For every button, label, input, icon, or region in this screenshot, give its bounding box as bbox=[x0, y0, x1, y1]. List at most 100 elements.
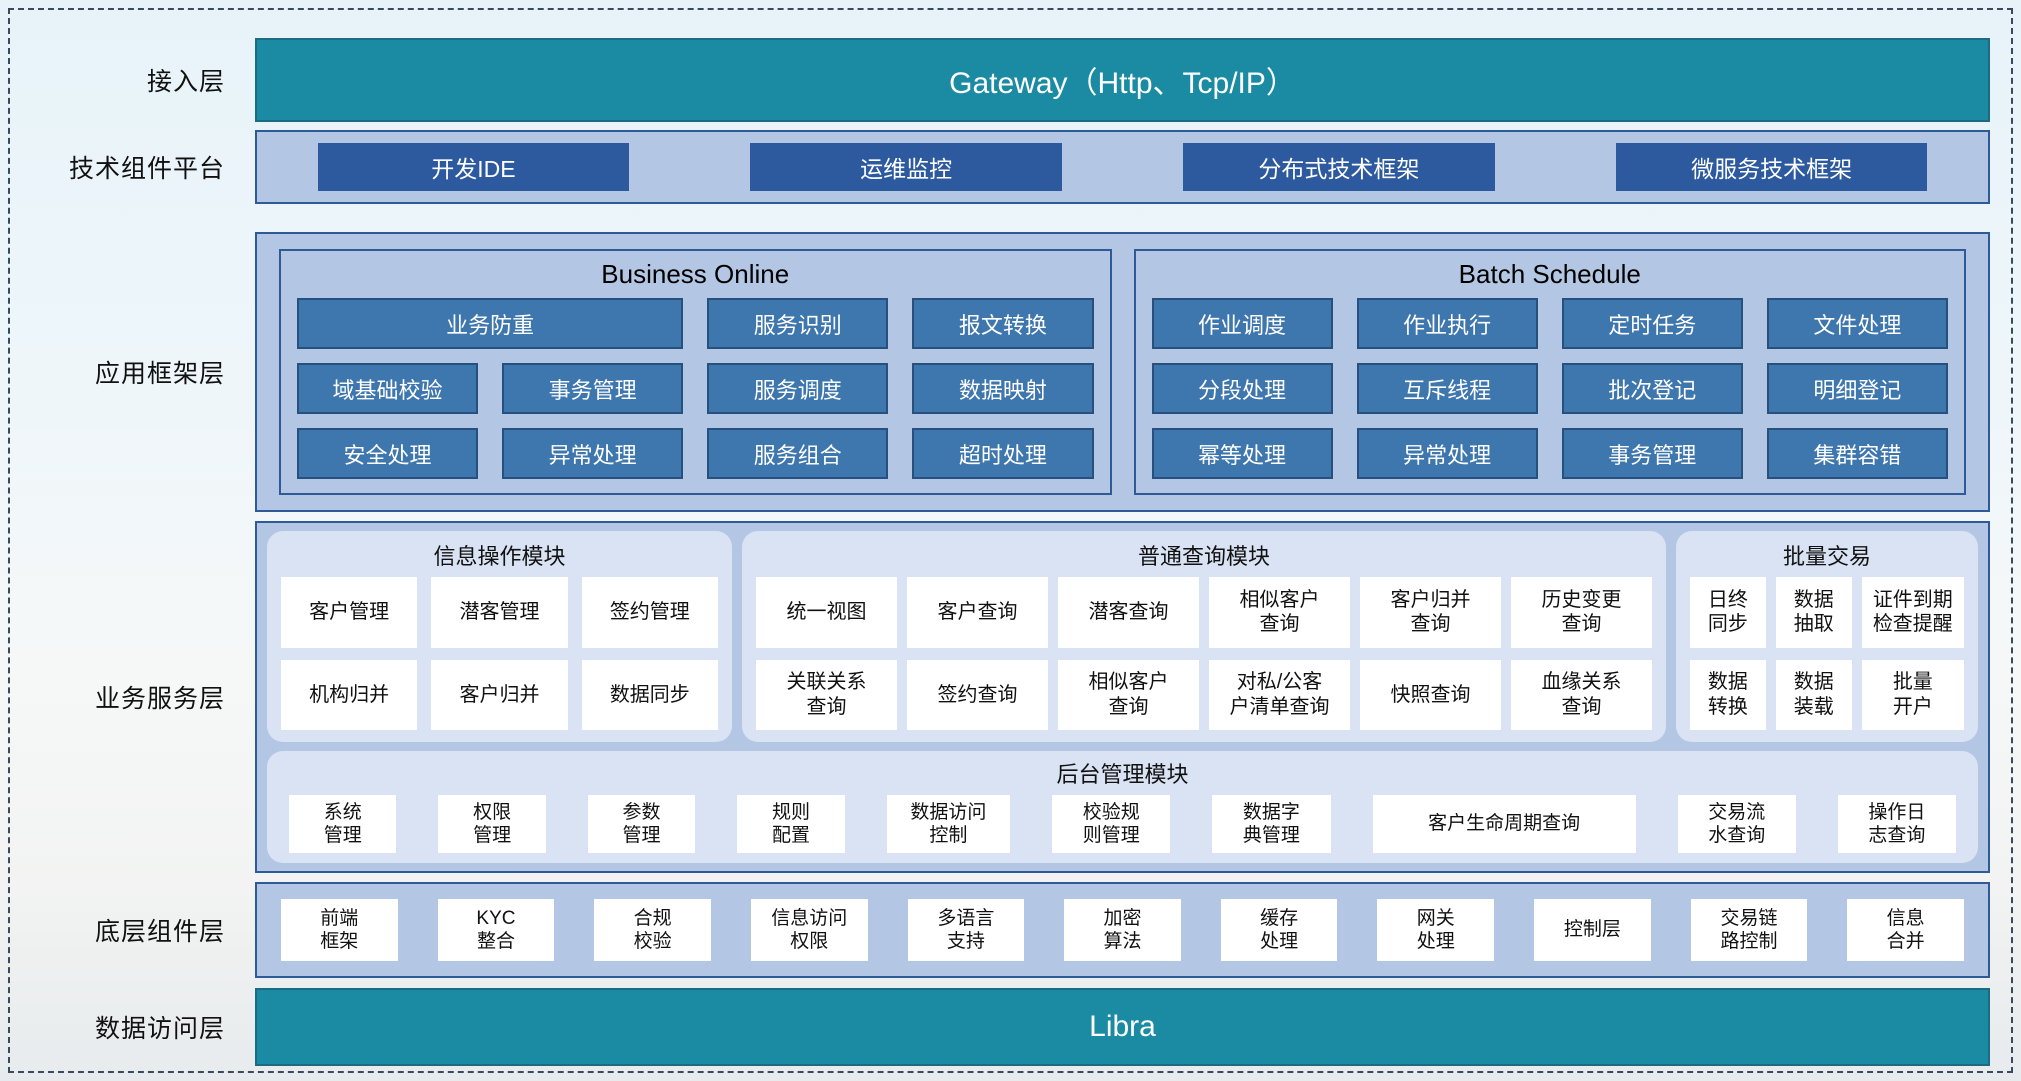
base-item-info-access-permission: 信息访问 权限 bbox=[750, 899, 868, 961]
admin-item-data-dictionary-mgmt: 数据字 典管理 bbox=[1212, 795, 1331, 853]
access-layer-label: 接入层 bbox=[146, 68, 225, 96]
business-online-grid: 业务防重 服务识别 报文转换 域基础校验 事务管理 服务调度 数据映射 安全处理… bbox=[297, 298, 1094, 479]
fw-item-domain-validation: 域基础校验 bbox=[297, 363, 479, 414]
batch-trade-module-title: 批量交易 bbox=[1782, 544, 1871, 569]
tech-platform-panel: 开发IDE 运维监控 分布式技术框架 微服务技术框架 bbox=[255, 130, 1990, 204]
gateway-bar: Gateway（Http、Tcp/IP） bbox=[255, 38, 1990, 122]
fw-item-transaction-mgmt-batch: 事务管理 bbox=[1561, 428, 1743, 479]
biz-item-history-change-query: 历史变更 查询 bbox=[1511, 577, 1652, 648]
biz-item-customer-list-query: 对私/公客 户清单查询 bbox=[1209, 659, 1350, 730]
fw-item-detail-registration: 明细登记 bbox=[1766, 363, 1948, 414]
admin-module-title: 后台管理模块 bbox=[1056, 762, 1189, 787]
fw-item-security-handling: 安全处理 bbox=[297, 428, 479, 479]
biz-item-data-extract: 数据 抽取 bbox=[1775, 577, 1852, 648]
fw-item-timed-task: 定时任务 bbox=[1561, 298, 1743, 349]
biz-item-customer-merge-query: 客户归并 查询 bbox=[1360, 577, 1501, 648]
business-modules-row: 信息操作模块 客户管理 潜客管理 签约管理 机构归并 客户归并 数据同步 普通查… bbox=[267, 531, 1978, 742]
base-component-row: 底层组件层 前端 框架 KYC 整合 合规 校验 信息访问 权限 多语言 支持 … bbox=[0, 882, 1990, 978]
base-component-panel: 前端 框架 KYC 整合 合规 校验 信息访问 权限 多语言 支持 加密 算法 … bbox=[255, 882, 1990, 978]
app-framework-row: 应用框架层 Business Online 业务防重 服务识别 报文转换 域基础… bbox=[0, 232, 1990, 512]
base-item-gateway-handling: 网关 处理 bbox=[1377, 899, 1495, 961]
fw-item-segment-processing: 分段处理 bbox=[1151, 363, 1333, 414]
libra-bar: Libra bbox=[255, 988, 1990, 1066]
biz-item-data-transform: 数据 转换 bbox=[1690, 659, 1766, 730]
fw-item-biz-dedup: 业务防重 bbox=[297, 298, 684, 349]
fw-item-exception-handling: 异常处理 bbox=[502, 428, 684, 479]
biz-item-cert-expiry-check: 证件到期 检查提醒 bbox=[1861, 577, 1964, 648]
biz-item-data-load: 数据 装载 bbox=[1775, 659, 1852, 730]
biz-item-lineage-query: 血缘关系 查询 bbox=[1511, 659, 1652, 730]
fw-item-idempotent-processing: 幂等处理 bbox=[1151, 428, 1333, 479]
base-component-label: 底层组件层 bbox=[94, 918, 225, 946]
biz-item-customer-mgmt: 客户管理 bbox=[281, 577, 418, 648]
batch-schedule-section: Batch Schedule 作业调度 作业执行 定时任务 文件处理 分段处理 … bbox=[1133, 249, 1966, 495]
fw-item-job-scheduling: 作业调度 bbox=[1151, 298, 1333, 349]
tech-item-ops-monitoring: 运维监控 bbox=[750, 143, 1062, 191]
info-operation-module: 信息操作模块 客户管理 潜客管理 签约管理 机构归并 客户归并 数据同步 bbox=[267, 531, 732, 742]
admin-item-customer-lifecycle-query: 客户生命周期查询 bbox=[1372, 795, 1636, 853]
app-framework-panel: Business Online 业务防重 服务识别 报文转换 域基础校验 事务管… bbox=[255, 232, 1990, 512]
fw-item-mutex-thread: 互斥线程 bbox=[1356, 363, 1538, 414]
base-item-kyc-integration: KYC 整合 bbox=[437, 899, 555, 961]
base-item-transaction-link-control: 交易链 路控制 bbox=[1690, 899, 1808, 961]
fw-item-data-mapping: 数据映射 bbox=[912, 363, 1094, 414]
biz-item-contract-query: 签约查询 bbox=[907, 659, 1048, 730]
fw-item-transaction-mgmt: 事务管理 bbox=[502, 363, 684, 414]
base-item-cache-handling: 缓存 处理 bbox=[1220, 899, 1338, 961]
admin-item-permission-mgmt: 权限 管理 bbox=[438, 795, 546, 853]
biz-item-prospect-mgmt: 潜客管理 bbox=[431, 577, 568, 648]
business-service-panel: 信息操作模块 客户管理 潜客管理 签约管理 机构归并 客户归并 数据同步 普通查… bbox=[255, 521, 1990, 873]
fw-item-file-processing: 文件处理 bbox=[1766, 298, 1948, 349]
fw-item-cluster-fault-tolerance: 集群容错 bbox=[1766, 428, 1948, 479]
common-query-module-title: 普通查询模块 bbox=[1137, 544, 1270, 569]
access-layer-row: 接入层 Gateway（Http、Tcp/IP） bbox=[0, 38, 1990, 122]
biz-item-org-merge: 机构归并 bbox=[281, 659, 418, 730]
tech-item-microservice-framework: 微服务技术框架 bbox=[1615, 143, 1928, 191]
biz-item-similar-customer-query: 相似客户 查询 bbox=[1209, 577, 1350, 648]
biz-item-customer-merge: 客户归并 bbox=[431, 659, 568, 730]
admin-item-validation-rule-mgmt: 校验规 则管理 bbox=[1052, 795, 1171, 853]
info-operation-grid: 客户管理 潜客管理 签约管理 机构归并 客户归并 数据同步 bbox=[281, 577, 718, 730]
base-item-control-layer: 控制层 bbox=[1534, 899, 1651, 961]
tech-platform-row: 技术组件平台 开发IDE 运维监控 分布式技术框架 微服务技术框架 bbox=[0, 130, 1990, 204]
batch-trade-grid: 日终 同步 数据 抽取 证件到期 检查提醒 数据 转换 数据 装载 批量 开户 bbox=[1690, 577, 1964, 730]
admin-item-data-access-control: 数据访问 控制 bbox=[886, 795, 1011, 853]
common-query-grid: 统一视图 客户查询 潜客查询 相似客户 查询 客户归并 查询 历史变更 查询 关… bbox=[756, 577, 1652, 730]
tech-platform-label: 技术组件平台 bbox=[68, 155, 225, 183]
batch-schedule-grid: 作业调度 作业执行 定时任务 文件处理 分段处理 互斥线程 批次登记 明细登记 … bbox=[1151, 298, 1948, 479]
fw-item-message-convert: 报文转换 bbox=[912, 298, 1094, 349]
batch-trade-module: 批量交易 日终 同步 数据 抽取 证件到期 检查提醒 数据 转换 数据 装载 批… bbox=[1676, 531, 1978, 742]
business-service-row: 业务服务层 信息操作模块 客户管理 潜客管理 签约管理 机构归并 客户归并 数据… bbox=[0, 521, 1990, 873]
app-framework-label: 应用框架层 bbox=[94, 360, 225, 388]
base-item-compliance-check: 合规 校验 bbox=[594, 899, 711, 961]
admin-item-system-mgmt: 系统 管理 bbox=[289, 795, 397, 853]
biz-item-eod-sync: 日终 同步 bbox=[1690, 577, 1766, 648]
biz-item-unified-view: 统一视图 bbox=[756, 577, 897, 648]
admin-grid: 系统 管理 权限 管理 参数 管理 规则 配置 数据访问 控制 校验规 则管理 … bbox=[289, 795, 1956, 853]
fw-item-service-identify: 服务识别 bbox=[707, 298, 889, 349]
biz-item-batch-account-open: 批量 开户 bbox=[1861, 659, 1964, 730]
base-item-multilang-support: 多语言 支持 bbox=[907, 899, 1025, 961]
tech-item-dev-ide: 开发IDE bbox=[317, 143, 630, 191]
common-query-module: 普通查询模块 统一视图 客户查询 潜客查询 相似客户 查询 客户归并 查询 历史… bbox=[742, 531, 1666, 742]
base-item-frontend-framework: 前端 框架 bbox=[281, 899, 398, 961]
fw-item-batch-registration: 批次登记 bbox=[1561, 363, 1743, 414]
data-access-label: 数据访问层 bbox=[94, 1015, 225, 1043]
admin-item-parameter-mgmt: 参数 管理 bbox=[587, 795, 696, 853]
data-access-row: 数据访问层 Libra bbox=[0, 988, 1990, 1066]
admin-module: 后台管理模块 系统 管理 权限 管理 参数 管理 规则 配置 数据访问 控制 校… bbox=[267, 751, 1978, 863]
business-service-label: 业务服务层 bbox=[94, 685, 225, 713]
base-item-info-merge: 信息 合并 bbox=[1847, 899, 1964, 961]
biz-item-snapshot-query: 快照查询 bbox=[1360, 659, 1501, 730]
fw-item-job-execution: 作业执行 bbox=[1356, 298, 1538, 349]
biz-item-prospect-query: 潜客查询 bbox=[1058, 577, 1199, 648]
admin-item-rule-config: 规则 配置 bbox=[737, 795, 845, 853]
fw-item-service-composition: 服务组合 bbox=[707, 428, 889, 479]
biz-item-relation-query: 关联关系 查询 bbox=[756, 659, 897, 730]
base-item-encryption-algorithm: 加密 算法 bbox=[1064, 899, 1181, 961]
fw-item-timeout-handling: 超时处理 bbox=[912, 428, 1094, 479]
fw-item-exception-handling-batch: 异常处理 bbox=[1356, 428, 1538, 479]
admin-item-transaction-flow-query: 交易流 水查询 bbox=[1677, 795, 1796, 853]
biz-item-customer-query: 客户查询 bbox=[907, 577, 1048, 648]
